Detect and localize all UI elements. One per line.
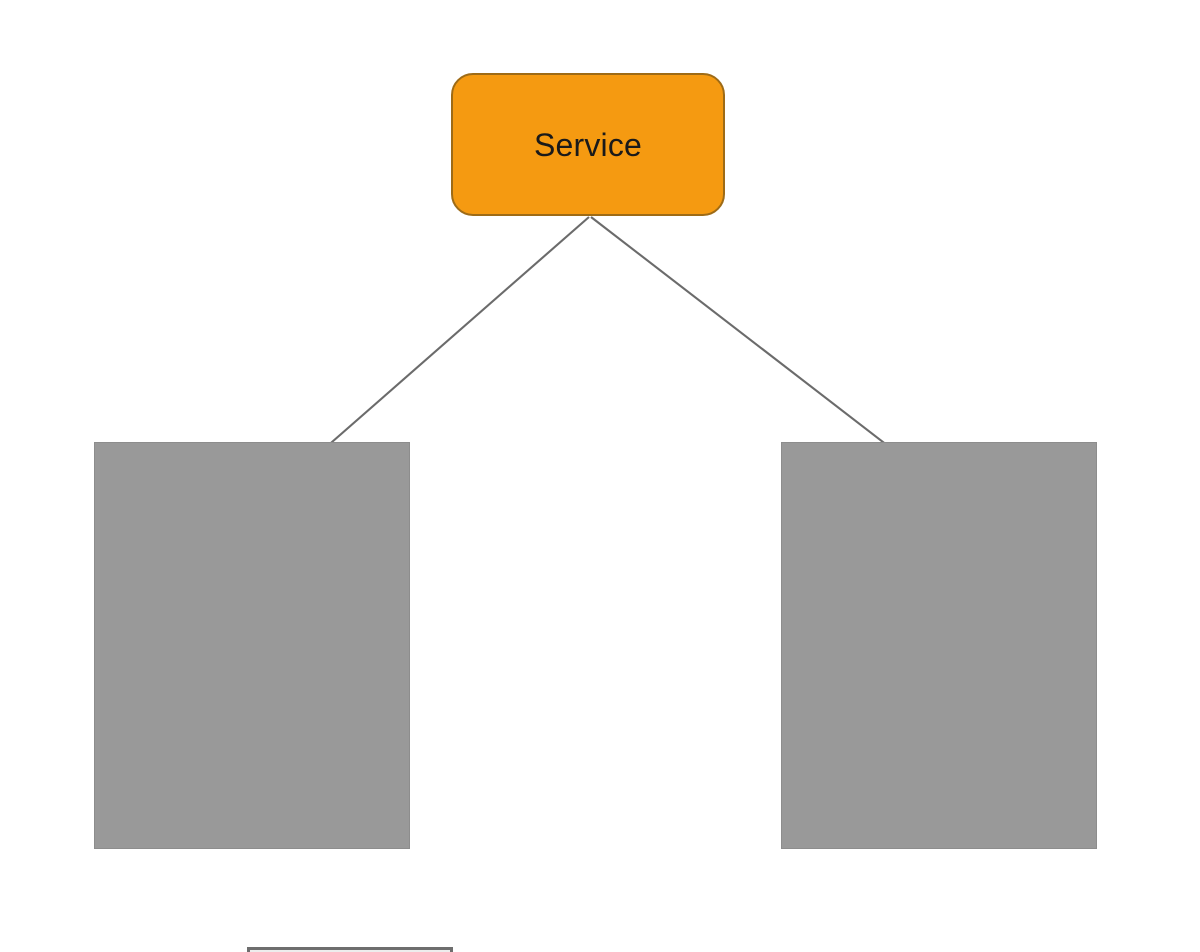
service-label: Service bbox=[533, 126, 643, 163]
service-box[interactable]: Service bbox=[451, 73, 725, 216]
node-box-right[interactable]: Pod nginx Node bbox=[781, 442, 1097, 849]
pod-box-left[interactable]: Pod nginx bbox=[247, 947, 453, 952]
node-box-left[interactable]: Pod nginx Node bbox=[94, 442, 453, 952]
